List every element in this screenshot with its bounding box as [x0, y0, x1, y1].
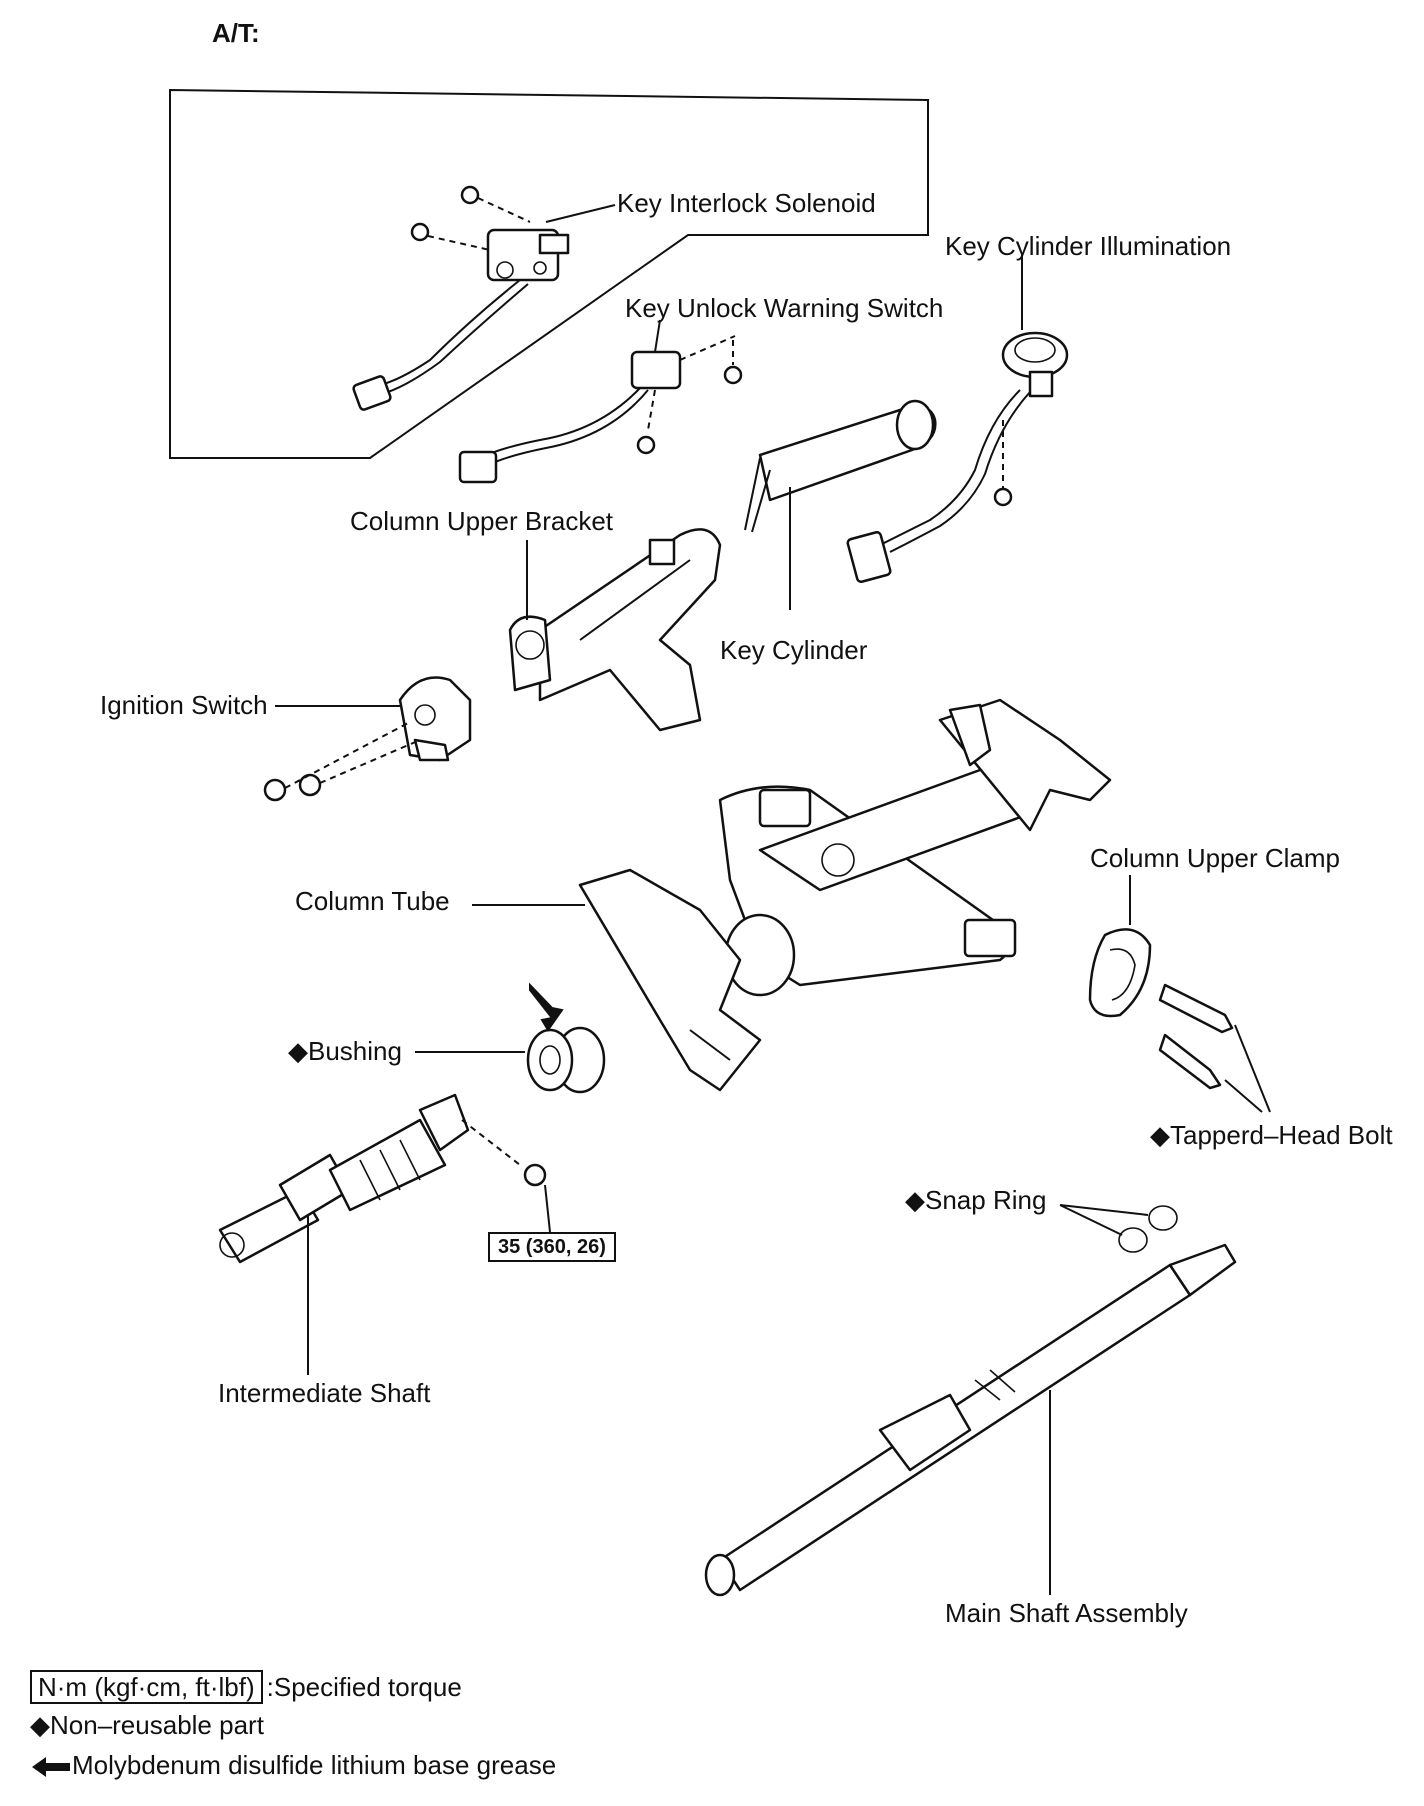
label-main-shaft-assembly: Main Shaft Assembly [945, 1598, 1188, 1628]
label-key-interlock-solenoid: Key Interlock Solenoid [617, 188, 876, 218]
legend-grease-text: Molybdenum disulfide lithium base grease [72, 1750, 557, 1780]
legend-torque: N·m (kgf·cm, ft·lbf):Specified torque [30, 1670, 462, 1704]
grease-arrow-icon [32, 1757, 70, 1778]
key-unlock-warning-switch-part [458, 335, 743, 484]
ignition-switch-part [263, 676, 472, 802]
grease-arrow-icon [529, 982, 564, 1032]
label-column-tube: Column Tube [295, 886, 450, 916]
legend-torque-box: N·m (kgf·cm, ft·lbf) [30, 1670, 263, 1704]
label-key-cylinder-illumination: Key Cylinder Illumination [945, 231, 1232, 261]
legend-grease: Molybdenum disulfide lithium base grease [30, 1752, 556, 1780]
legend-non-reusable: ◆Non–reusable part [30, 1710, 264, 1740]
label-key-cylinder: Key Cylinder [720, 635, 868, 665]
torque-spec-intermediate-shaft-bolt: 35 (360, 26) [488, 1232, 616, 1262]
label-column-upper-clamp: Column Upper Clamp [1090, 843, 1340, 873]
diagram-title: A/T: [212, 18, 260, 48]
bushing-part [526, 982, 606, 1094]
key-cylinder-illumination-part [846, 331, 1069, 584]
key-cylinder-part [744, 399, 937, 533]
legend-torque-text: :Specified torque [266, 1672, 462, 1702]
intermediate-shaft-part [218, 1093, 551, 1375]
label-key-unlock-warning-switch: Key Unlock Warning Switch [625, 293, 944, 323]
column-upper-clamp-part [1088, 875, 1271, 1113]
label-intermediate-shaft: Intermediate Shaft [218, 1378, 431, 1408]
label-tapered-head-bolt: ◆Tapperd–Head Bolt [1150, 1120, 1393, 1150]
inset-frame [169, 88, 929, 459]
label-bushing: ◆Bushing [288, 1036, 402, 1066]
label-snap-ring: ◆Snap Ring [905, 1185, 1047, 1215]
column-upper-bracket-part [508, 528, 722, 732]
column-tube-part [578, 698, 1112, 1092]
key-interlock-solenoid-part [352, 185, 570, 411]
label-column-upper-bracket: Column Upper Bracket [350, 506, 613, 536]
snap-ring-part [1059, 1204, 1178, 1253]
main-shaft-assembly-part [704, 1243, 1237, 1597]
label-ignition-switch: Ignition Switch [100, 690, 268, 720]
